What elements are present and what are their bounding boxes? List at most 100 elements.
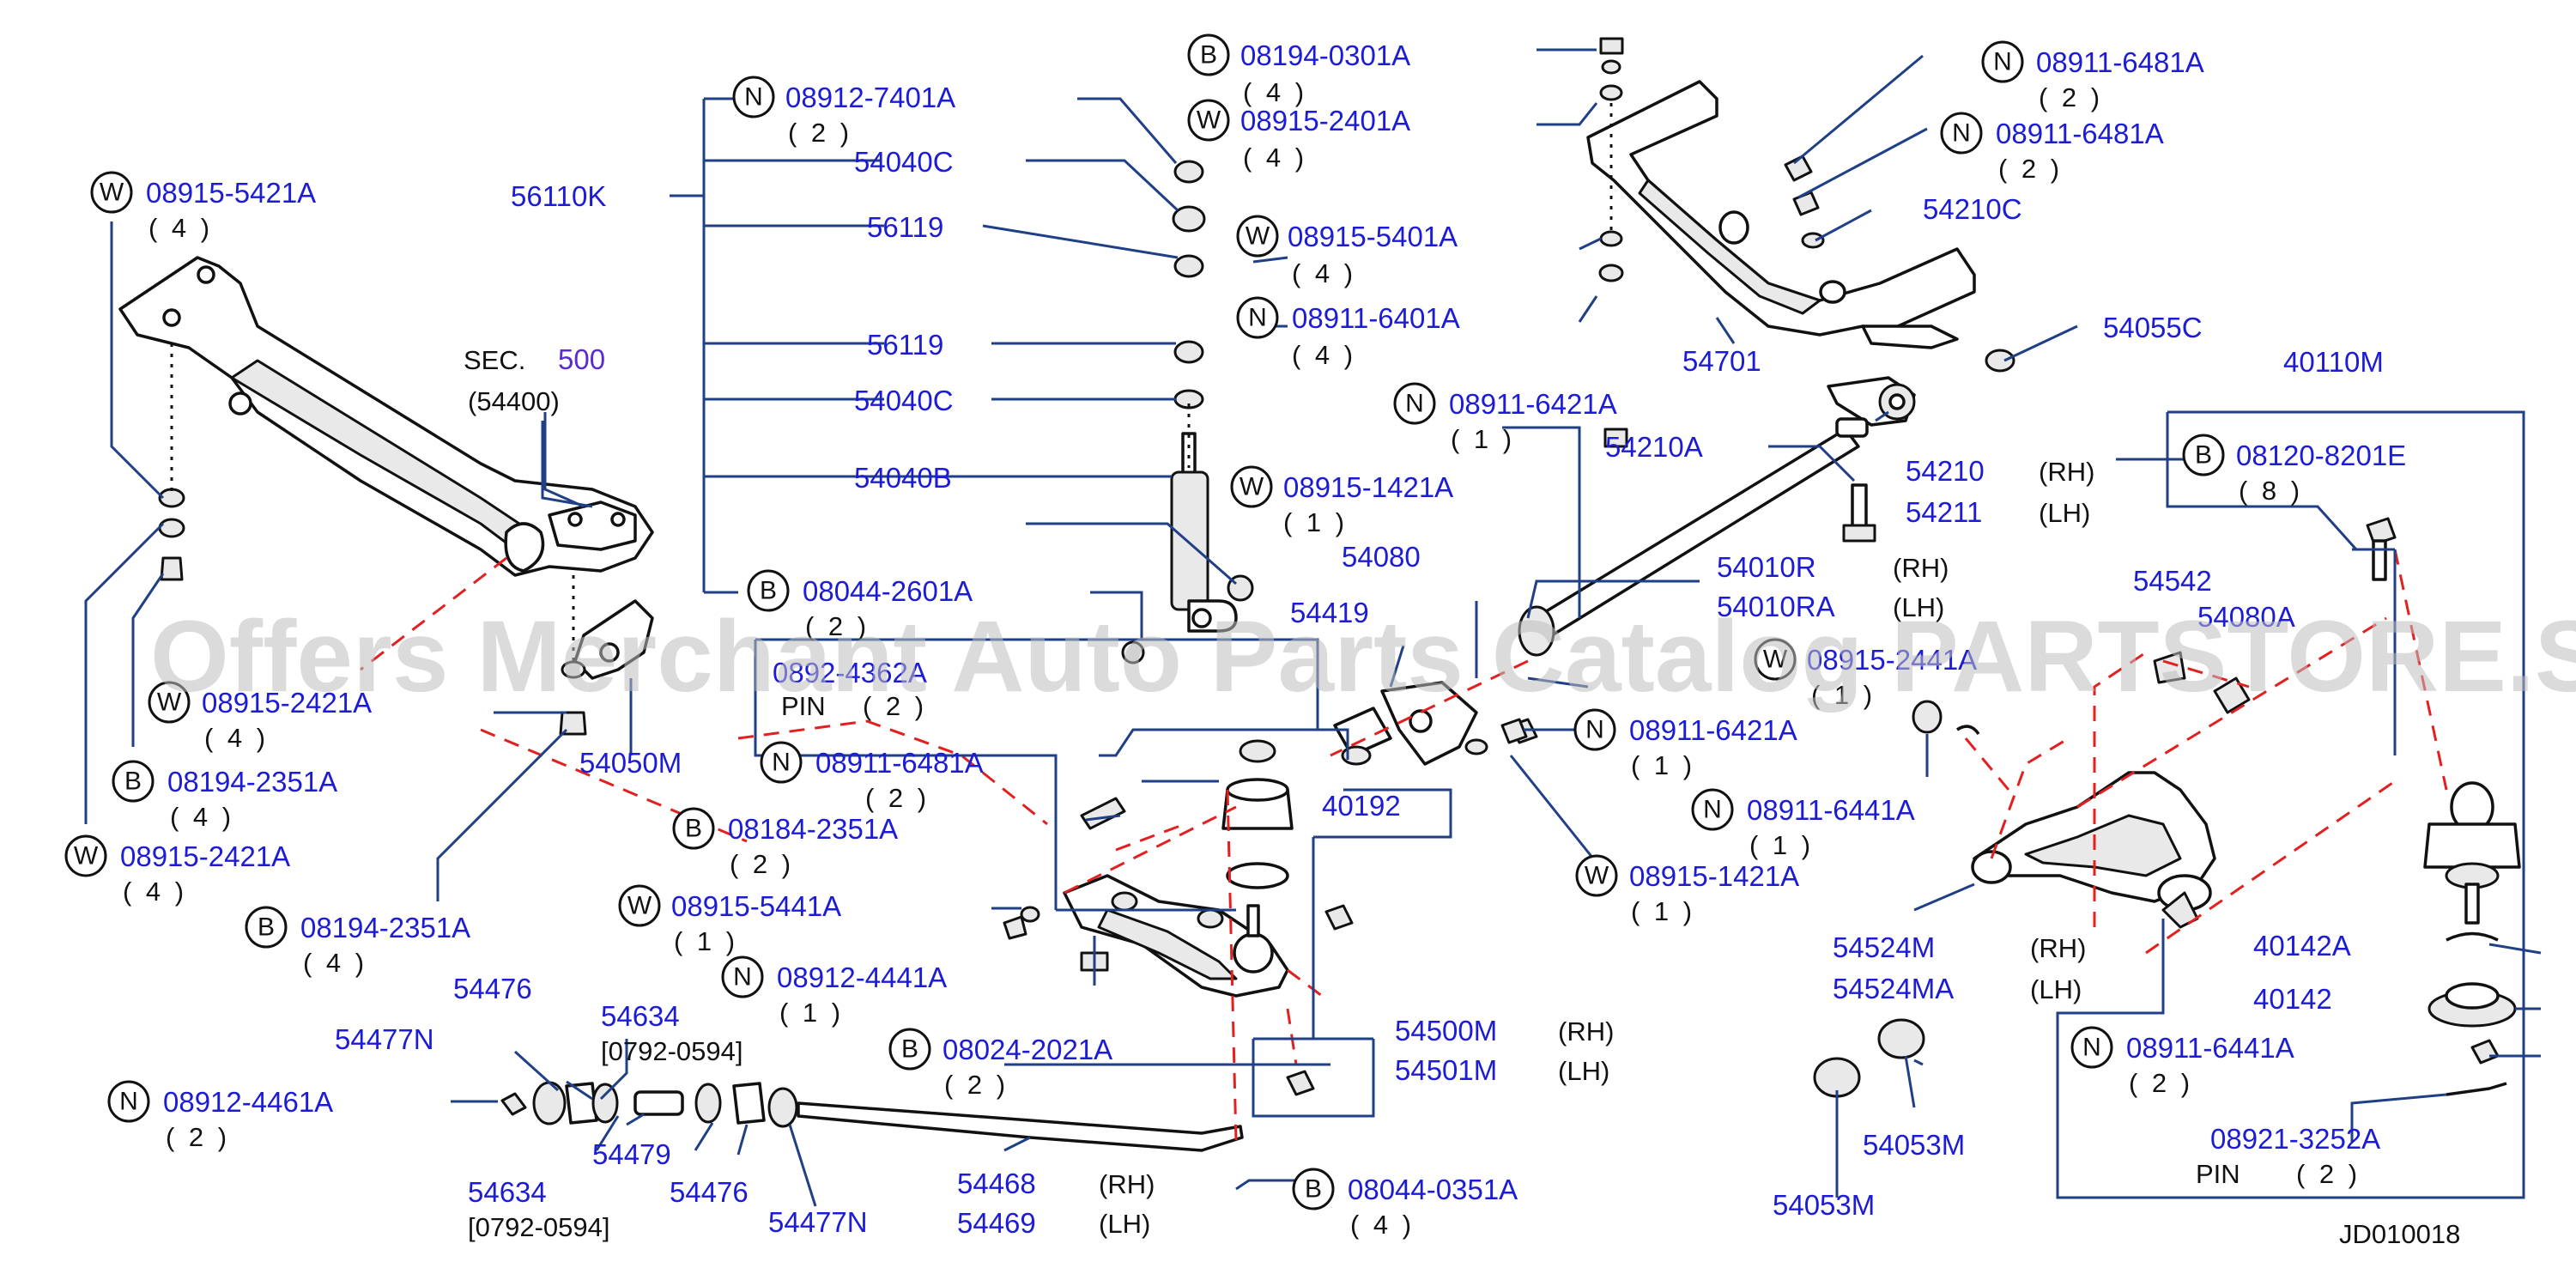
part-08194-0301a[interactable]: 08194-0301A [1240, 39, 1410, 71]
callout-08911-6441a-box[interactable]: N 08911-6441A ( 2 ) [2070, 1026, 2294, 1098]
part-08915-5441a[interactable]: 08915-5441A [671, 890, 841, 922]
part-54500m[interactable]: 54500M [1395, 1015, 1497, 1046]
part-40142a[interactable]: 40142A [2253, 930, 2351, 962]
part-54701[interactable]: 54701 [1682, 345, 1761, 377]
part-08915-2441a[interactable]: 08915-2441A [1807, 644, 1977, 676]
part-54477n-a[interactable]: 54477N [335, 1023, 434, 1055]
part-08120-8201e[interactable]: 08120-8201E [2236, 440, 2406, 471]
part-40142[interactable]: 40142 [2253, 983, 2332, 1015]
part-08911-6421a-mid[interactable]: 08911-6421A [1629, 714, 1797, 746]
part-54542[interactable]: 54542 [2133, 565, 2212, 597]
part-54476-b[interactable]: 54476 [670, 1176, 749, 1208]
part-54040c-top[interactable]: 54040C [854, 146, 954, 178]
part-54477n-b[interactable]: 54477N [768, 1206, 868, 1238]
part-08024-2021a[interactable]: 08024-2021A [943, 1034, 1112, 1065]
part-54040c-bottom[interactable]: 54040C [854, 385, 954, 416]
part-54419[interactable]: 54419 [1290, 597, 1369, 628]
part-54468[interactable]: 54468 [957, 1168, 1036, 1199]
part-54479[interactable]: 54479 [592, 1138, 671, 1170]
callout-08912-4441a[interactable]: N 08912-4441A ( 1 ) [721, 956, 947, 1028]
callout-08194-2351a-a[interactable]: B 08194-2351A ( 4 ) [112, 760, 337, 832]
callout-08194-0301a[interactable]: B 08194-0301A ( 4 ) [1187, 33, 1410, 107]
callout-08911-6421a-mid[interactable]: N 08911-6421A ( 1 ) [1573, 708, 1797, 780]
part-08911-6441a-box[interactable]: 08911-6441A [2126, 1032, 2294, 1064]
part-56119-bottom[interactable]: 56119 [867, 329, 943, 361]
callout-08911-6441a-mid[interactable]: N 08911-6441A ( 1 ) [1691, 788, 1915, 860]
part-54080a[interactable]: 54080A [2197, 601, 2295, 633]
callout-08911-6481a-2[interactable]: N 08911-6481A ( 2 ) [1940, 112, 2164, 184]
part-54469[interactable]: 54469 [957, 1207, 1036, 1239]
part-54524ma[interactable]: 54524MA [1833, 973, 1954, 1004]
callout-08912-7401a[interactable]: N 08912-7401A ( 2 ) [732, 76, 955, 148]
part-08915-2421a-a[interactable]: 08915-2421A [202, 687, 372, 719]
part-08915-1421a-bottom[interactable]: 08915-1421A [1629, 860, 1799, 892]
callout-08915-2421a-a[interactable]: W 08915-2421A ( 4 ) [148, 681, 372, 753]
part-54040b[interactable]: 54040B [854, 462, 952, 494]
callout-pin-08921-3252a[interactable]: 08921-3252A PIN ( 2 ) [2196, 1123, 2380, 1189]
part-54053m-b[interactable]: 54053M [1773, 1189, 1875, 1221]
callout-54634-a[interactable]: 54634 [0792-0594] [601, 1000, 742, 1066]
callout-08194-2351a-b[interactable]: B 08194-2351A ( 4 ) [245, 906, 470, 978]
callout-08915-2421a-b[interactable]: W 08915-2421A ( 4 ) [64, 834, 290, 907]
part-08911-6421a-top[interactable]: 08911-6421A [1449, 388, 1617, 420]
part-08044-2601a[interactable]: 08044-2601A [803, 575, 973, 607]
part-54211[interactable]: 54211 [1906, 496, 1982, 528]
callout-08911-6481a-1[interactable]: N 08911-6481A ( 2 ) [1981, 40, 2204, 112]
callout-08911-6481a-low[interactable]: N 08911-6481A ( 2 ) [760, 741, 984, 813]
callout-54500m[interactable]: 54500M (RH) 54501M (LH) [1395, 1015, 1614, 1086]
part-54055c[interactable]: 54055C [2103, 312, 2203, 343]
part-08912-4461a[interactable]: 08912-4461A [163, 1086, 333, 1118]
callout-54010r[interactable]: 54010R (RH) 54010RA (LH) [1717, 551, 1949, 622]
part-08912-4441a[interactable]: 08912-4441A [777, 962, 947, 993]
part-54010r[interactable]: 54010R [1717, 551, 1816, 583]
part-54010ra[interactable]: 54010RA [1717, 591, 1835, 622]
callout-08911-6421a-top[interactable]: N 08911-6421A ( 1 ) [1393, 382, 1617, 454]
callout-54524m[interactable]: 54524M (RH) 54524MA (LH) [1833, 931, 2086, 1004]
callout-08911-6401a[interactable]: N 08911-6401A ( 4 ) [1236, 296, 1460, 370]
section-reference[interactable]: SEC. 500 (54400) [464, 343, 605, 508]
part-54634-b[interactable]: 54634 [468, 1176, 547, 1208]
part-08912-7401a[interactable]: 08912-7401A [785, 82, 955, 113]
callout-08044-0351a[interactable]: B 08044-0351A ( 4 ) [1292, 1168, 1518, 1240]
callout-08120-8201e[interactable]: B 08120-8201E ( 8 ) [2182, 434, 2406, 506]
callout-08915-5421a[interactable]: W 08915-5421A ( 4 ) [90, 171, 316, 243]
part-08194-2351a-a[interactable]: 08194-2351A [167, 766, 337, 798]
part-54080[interactable]: 54080 [1342, 541, 1421, 573]
part-08911-6441a-mid[interactable]: 08911-6441A [1747, 794, 1915, 826]
part-08915-5401a[interactable]: 08915-5401A [1288, 221, 1458, 252]
part-08915-2421a-b[interactable]: 08915-2421A [120, 840, 290, 872]
callout-08915-1421a-bottom[interactable]: W 08915-1421A ( 1 ) [1575, 854, 1799, 926]
sec-number-link[interactable]: 500 [558, 343, 605, 375]
part-54501m[interactable]: 54501M [1395, 1054, 1497, 1086]
part-54634-a[interactable]: 54634 [601, 1000, 680, 1032]
part-0892-4362a[interactable]: 0892-4362A [773, 657, 927, 689]
callout-pin-0892-4362a[interactable]: 0892-4362A PIN ( 2 ) [773, 657, 927, 721]
part-54210[interactable]: 54210 [1906, 455, 1985, 487]
callout-54210[interactable]: 54210 (RH) 54211 (LH) [1906, 455, 2094, 528]
part-40110m[interactable]: 40110M [2283, 346, 2384, 378]
part-08911-6481a-1[interactable]: 08911-6481A [2036, 46, 2204, 78]
part-54050m[interactable]: 54050M [579, 747, 682, 779]
callout-08024-2021a[interactable]: B 08024-2021A ( 2 ) [888, 1028, 1112, 1100]
part-08915-5421a[interactable]: 08915-5421A [146, 177, 316, 209]
part-54210a[interactable]: 54210A [1605, 431, 1703, 463]
callout-08044-2601a[interactable]: B 08044-2601A ( 2 ) [747, 569, 973, 641]
callout-54468[interactable]: 54468 (RH) 54469 (LH) [957, 1168, 1155, 1239]
part-56119-top[interactable]: 56119 [867, 211, 943, 243]
part-54476-a[interactable]: 54476 [453, 973, 532, 1004]
part-08921-3252a[interactable]: 08921-3252A [2210, 1123, 2380, 1155]
callout-54634-b[interactable]: 54634 [0792-0594] [468, 1176, 609, 1242]
part-54053m-a[interactable]: 54053M [1863, 1129, 1965, 1161]
callout-08915-2441a[interactable]: W 08915-2441A ( 1 ) [1754, 638, 1977, 710]
part-54524m[interactable]: 54524M [1833, 931, 1935, 963]
part-08915-1421a-top[interactable]: 08915-1421A [1283, 471, 1453, 503]
callout-08915-5441a[interactable]: W 08915-5441A ( 1 ) [618, 884, 841, 956]
callout-08912-4461a[interactable]: N 08912-4461A ( 2 ) [107, 1080, 333, 1152]
part-08194-2351a-b[interactable]: 08194-2351A [300, 912, 470, 943]
part-56110k[interactable]: 56110K [511, 180, 606, 212]
callout-08184-2351a[interactable]: B 08184-2351A ( 2 ) [672, 807, 898, 879]
part-08911-6481a-2[interactable]: 08911-6481A [1996, 118, 2164, 149]
part-08184-2351a[interactable]: 08184-2351A [728, 813, 898, 845]
callout-08915-1421a-top[interactable]: W 08915-1421A ( 1 ) [1230, 465, 1453, 537]
part-08915-2401a[interactable]: 08915-2401A [1240, 105, 1410, 136]
